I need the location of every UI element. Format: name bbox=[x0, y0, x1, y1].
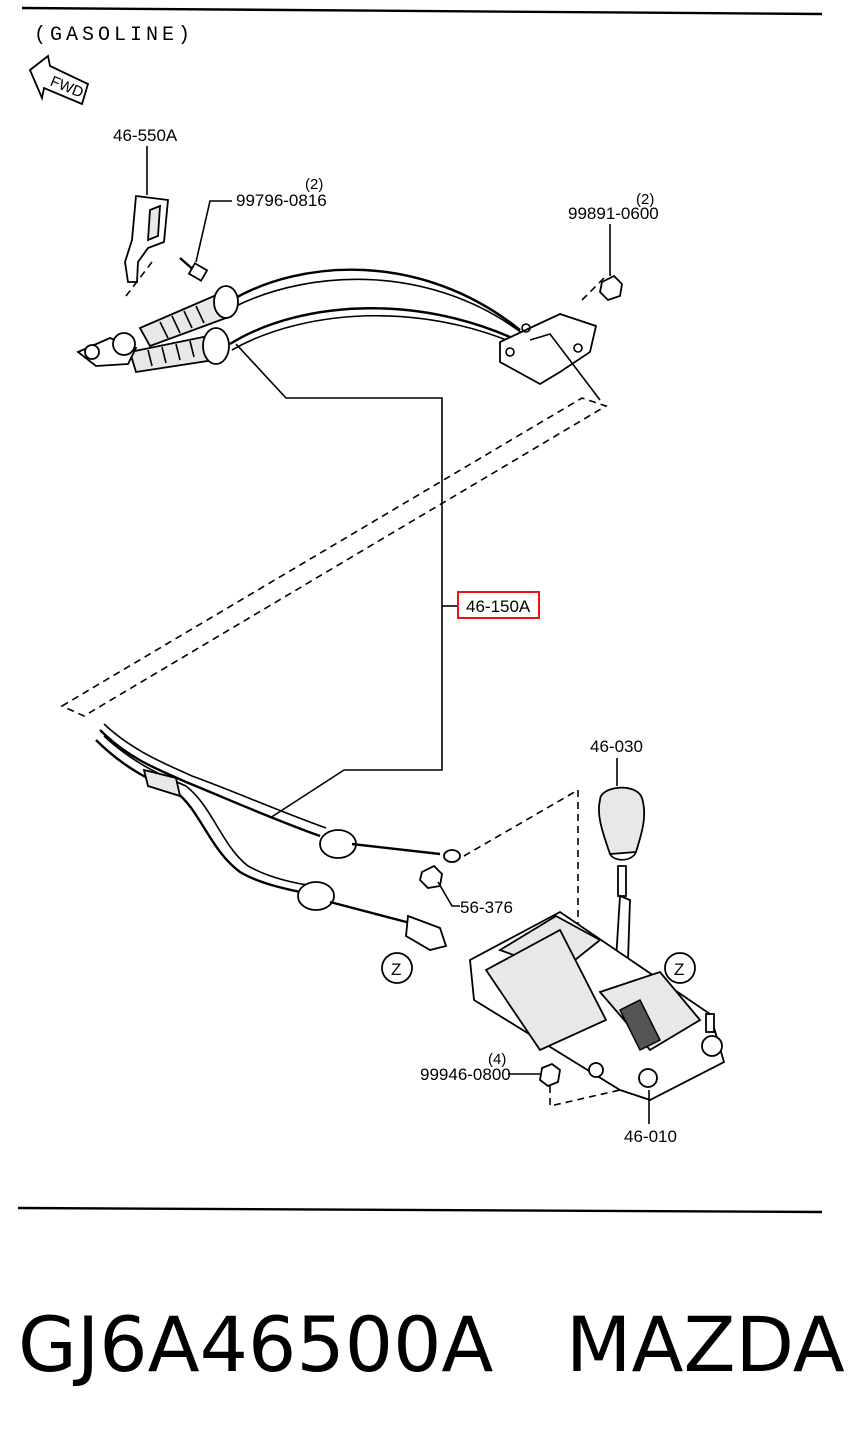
bracket-detail bbox=[147, 204, 161, 242]
label-bolt: 99796-0816 bbox=[236, 191, 327, 210]
cable-route-envelope bbox=[60, 397, 608, 717]
bottom-rule bbox=[17, 1206, 823, 1214]
cable-end-shift bbox=[297, 881, 448, 951]
base-nut-part bbox=[539, 1062, 561, 1088]
top-rule bbox=[21, 6, 823, 16]
label-clip-nut: 56-376 bbox=[460, 898, 513, 917]
leader-clip-nut bbox=[437, 881, 460, 907]
ref-marker-left: Z bbox=[381, 952, 413, 984]
bracket-part bbox=[124, 194, 169, 283]
nut-part bbox=[599, 274, 623, 302]
bolt-part bbox=[179, 257, 209, 282]
label-cable: 46-150A bbox=[466, 597, 531, 616]
shift-knob-part bbox=[598, 786, 646, 855]
cable-end-transmission bbox=[76, 332, 138, 367]
ref-marker-left-label: Z bbox=[391, 960, 401, 979]
select-dash bbox=[463, 789, 579, 857]
label-shifter-base: 46-010 bbox=[624, 1127, 677, 1146]
footer-part-number: GJ6A46500A bbox=[18, 1300, 494, 1389]
knob-base bbox=[609, 851, 637, 861]
nut-dash bbox=[581, 275, 607, 301]
label-nut: 99891-0600 bbox=[568, 204, 659, 223]
base-nut-dash bbox=[549, 1086, 621, 1108]
shifter-base-part bbox=[469, 910, 726, 1101]
leader-bolt bbox=[195, 200, 232, 263]
highlight-box bbox=[457, 591, 540, 619]
knob-thread bbox=[617, 865, 627, 897]
label-base-nut-qty: (4) bbox=[488, 1051, 506, 1068]
cable-boot-lower bbox=[128, 327, 230, 374]
footer: GJ6A46500A MAZDA bbox=[18, 1290, 848, 1400]
shift-cable-upper bbox=[229, 268, 546, 359]
footer-brand: MAZDA bbox=[565, 1300, 845, 1389]
ref-marker-right: Z bbox=[664, 952, 696, 984]
label-bolt-qty: (2) bbox=[305, 176, 323, 193]
cable-clamp-lower bbox=[142, 768, 182, 798]
label-knob: 46-030 bbox=[590, 737, 643, 756]
label-nut-qty: (2) bbox=[636, 191, 654, 208]
label-base-nut: 99946-0800 bbox=[420, 1065, 511, 1084]
cable-boot-upper bbox=[138, 285, 239, 348]
cable-end-select bbox=[319, 829, 461, 863]
cable-mount-slot bbox=[529, 333, 601, 401]
shift-cable-lower bbox=[95, 723, 327, 896]
parts-diagram: (GASOLINE) FWD 46-550A (2) 99796-0816 (2… bbox=[17, 6, 823, 1214]
label-bracket: 46-550A bbox=[113, 126, 178, 145]
footer-gap bbox=[493, 1300, 565, 1389]
diagram-title: (GASOLINE) bbox=[34, 24, 194, 47]
ref-marker-right-label: Z bbox=[674, 960, 684, 979]
forward-arrow-icon: FWD bbox=[28, 54, 90, 106]
leader-cable bbox=[235, 343, 443, 819]
